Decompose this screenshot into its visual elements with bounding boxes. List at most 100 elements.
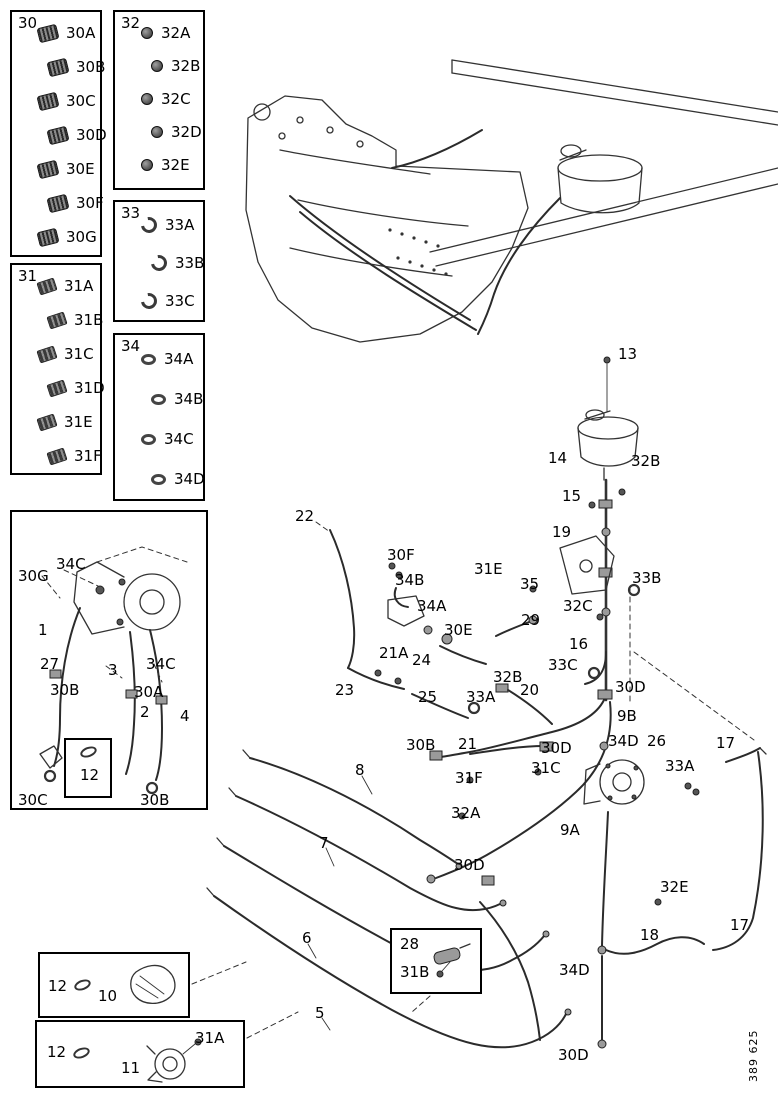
tube-nut-icon [46,193,70,213]
grommet-washer-icon [151,393,166,405]
legend-item-label: 34C [164,430,194,448]
legend-item-label: 34A [164,350,194,368]
legend-item-31e: 31E [36,405,98,439]
legend-item-34a: 34A [141,339,201,379]
legend-item-31a: 31A [36,269,98,303]
legend-item-label: 30C [66,92,96,110]
legend-item-label: 30A [66,24,96,42]
legend-item-30d: 30D [38,118,107,152]
legend-box-number: 34 [121,337,141,355]
horn-inset-box: 12 11 31A [35,1020,245,1088]
legend-item-32a: 32A [141,16,201,49]
tube-nut-icon [36,91,60,111]
callout-30g-0: 30G [18,567,49,585]
legend-item-34c: 34C [141,419,201,459]
legend-item-label: 31F [74,447,102,465]
clip-ring-icon [78,744,99,760]
reservoir-top-drawing [557,144,643,214]
hose-clamp-icon [137,213,161,237]
callout-11-1: 11 [121,1059,141,1077]
legend-item-34d: 34D [141,459,205,499]
legend-item-list: 31A 31B 31C 31D 31E 31F [12,269,105,473]
legend-item-32b: 32B [141,49,201,82]
callout-4-9: 4 [180,707,190,725]
hose-clamp-icon [147,251,171,275]
legend-item-label: 30G [66,228,97,246]
grommet-washer-icon [141,433,156,445]
tube-nut-icon [36,159,60,179]
legend-item-34b: 34B [141,379,204,419]
tube-nut-icon [46,125,70,145]
tube-nut-icon [36,227,60,247]
callout-12-0: 12 [47,1043,67,1061]
callout-34c-1: 34C [56,555,86,573]
check-valve-drawing [433,943,471,978]
callout-2-8: 2 [140,703,150,721]
steel-tubes-drawing [191,749,572,1049]
legend-box-34: 34 34A 34B 34C 34D [113,333,205,501]
union-fitting-icon [36,345,58,363]
pump-and-hoses-drawing [426,699,767,1049]
clip-inset-box: 12 10 [38,952,190,1018]
legend-item-33b: 33B [141,244,205,282]
legend-item-label: 34B [174,390,204,408]
callout-34c-5: 34C [146,655,176,673]
legend-item-31d: 31D [38,371,105,405]
legend-item-30g: 30G [36,220,98,254]
union-fitting-icon [36,277,58,295]
drawing-number: 389 625 [747,1029,760,1083]
legend-item-label: 30D [76,126,107,144]
callout-30c-10: 30C [18,791,48,809]
legend-item-label: 32A [161,23,191,42]
legend-item-33a: 33A [137,206,201,244]
callout-3-4: 3 [108,661,118,679]
legend-item-label: 33B [175,254,205,272]
legend-item-label: 31D [74,379,105,397]
legend-item-30a: 30A [36,16,98,50]
callout-31b-1: 31B [400,963,430,981]
mid-hose-drawing [315,521,553,725]
legend-item-label: 31C [64,345,94,363]
legend-item-list: 32A 32B 32C 32D 32E [115,16,202,181]
legend-box-33: 33 33A 33B 33C [113,200,205,322]
legend-item-31b: 31B [38,303,103,337]
legend-item-label: 30B [76,58,106,76]
steering-pump-drawing [39,546,188,795]
callout-12-0: 12 [48,977,68,995]
callout-10-1: 10 [98,987,118,1005]
union-fitting-icon [36,413,58,431]
tube-nut-icon [46,57,70,77]
grommet-washer-icon [151,473,166,485]
legend-item-label: 31E [64,413,93,431]
legend-item-32e: 32E [141,148,201,181]
legend-item-30b: 30B [38,50,105,84]
callout-31a-2: 31A [195,1029,225,1047]
screw-icon [141,26,153,39]
callout-1-2: 1 [38,621,48,639]
legend-item-label: 32E [161,155,190,174]
legend-item-30f: 30F [38,186,104,220]
union-fitting-icon [46,447,68,465]
legend-box-number: 33 [121,204,141,222]
legend-item-list: 33A 33B 33C [115,206,205,320]
legend-item-label: 32C [161,89,191,108]
legend-item-list: 34A 34B 34C 34D [115,339,205,499]
clip-part-drawing [130,964,176,1005]
legend-box-number: 30 [18,14,38,32]
truck-frame-drawing [245,59,778,343]
reservoir-detail-drawing [529,356,755,741]
legend-item-label: 31B [74,311,104,329]
legend-item-label: 32D [171,122,202,141]
legend-item-label: 33C [165,292,195,310]
legend-item-32d: 32D [141,115,202,148]
legend-box-number: 32 [121,14,141,32]
legend-item-31c: 31C [36,337,98,371]
tube-nut-icon [36,23,60,43]
legend-item-label: 33A [165,216,195,234]
